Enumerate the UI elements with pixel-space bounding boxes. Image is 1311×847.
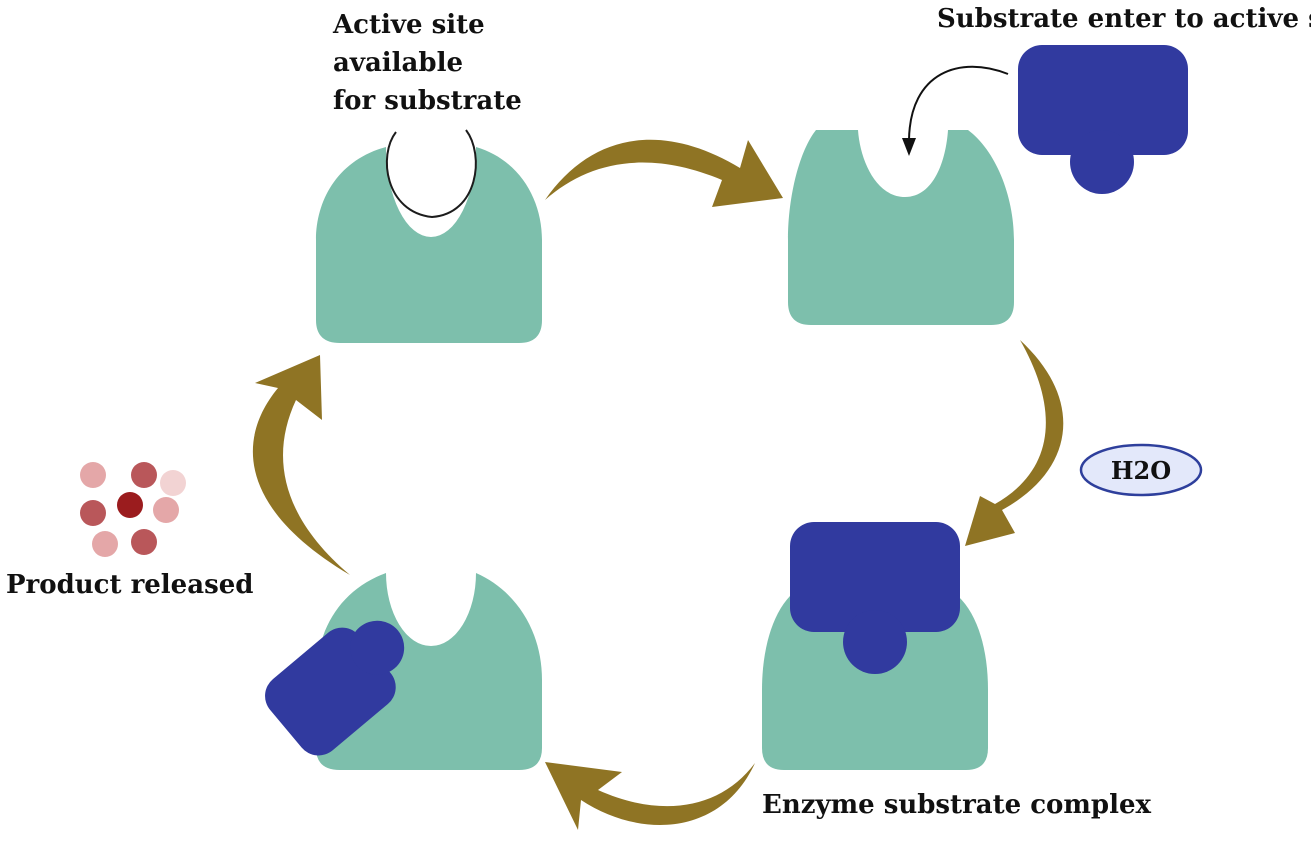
enzyme-product-release bbox=[265, 573, 542, 770]
substrate-free bbox=[1018, 45, 1188, 194]
substrate-shape bbox=[790, 522, 960, 632]
substrate-shape bbox=[843, 610, 907, 674]
water-bubble bbox=[1079, 443, 1203, 497]
water-label: H2O bbox=[1110, 455, 1172, 485]
product-molecule bbox=[153, 497, 179, 523]
cycle-arrow-left bbox=[252, 355, 350, 575]
cycle-arrow-top bbox=[545, 139, 783, 207]
complex-label: Enzyme substrate complex bbox=[762, 790, 1151, 820]
product-molecule bbox=[131, 529, 157, 555]
cycle-arrow bbox=[252, 355, 350, 575]
product-molecule bbox=[92, 531, 118, 557]
substrate-enter-label: Substrate enter to active site bbox=[937, 4, 1311, 34]
enzyme-substrate-complex bbox=[762, 522, 988, 770]
substrate-product-rotated bbox=[265, 620, 405, 756]
enzyme-active-site-available bbox=[316, 129, 542, 343]
cycle-arrow bbox=[965, 340, 1064, 546]
active-site-label-line: for substrate bbox=[333, 86, 522, 116]
enzyme-shape bbox=[762, 596, 988, 770]
cycle-arrow bbox=[545, 762, 755, 830]
product-molecules bbox=[80, 462, 186, 557]
pointer-arrow bbox=[908, 65, 1009, 141]
active-site-label-line: Active site bbox=[333, 10, 485, 40]
substrate-shape bbox=[1018, 45, 1188, 155]
product-molecule bbox=[160, 470, 186, 496]
active-site-label-line: available bbox=[333, 48, 463, 78]
substrate-shape bbox=[350, 620, 405, 675]
product-released-label: Product released bbox=[6, 570, 254, 600]
product-molecule bbox=[80, 500, 106, 526]
product-molecule bbox=[117, 492, 143, 518]
enzyme-shape bbox=[316, 147, 542, 343]
cycle-arrow-right bbox=[965, 340, 1064, 546]
substrate-shape bbox=[1070, 130, 1134, 194]
product-molecule bbox=[80, 462, 106, 488]
cycle-arrow bbox=[545, 139, 783, 207]
active-site-outline bbox=[385, 129, 477, 219]
active-site-label: Active site available for substrate bbox=[333, 6, 522, 120]
product-molecule bbox=[131, 462, 157, 488]
enzyme-shape bbox=[788, 130, 1014, 325]
pointer-arrowhead bbox=[902, 138, 916, 156]
cycle-arrow-bottom bbox=[545, 762, 755, 830]
enzyme-awaiting-substrate bbox=[788, 130, 1014, 325]
